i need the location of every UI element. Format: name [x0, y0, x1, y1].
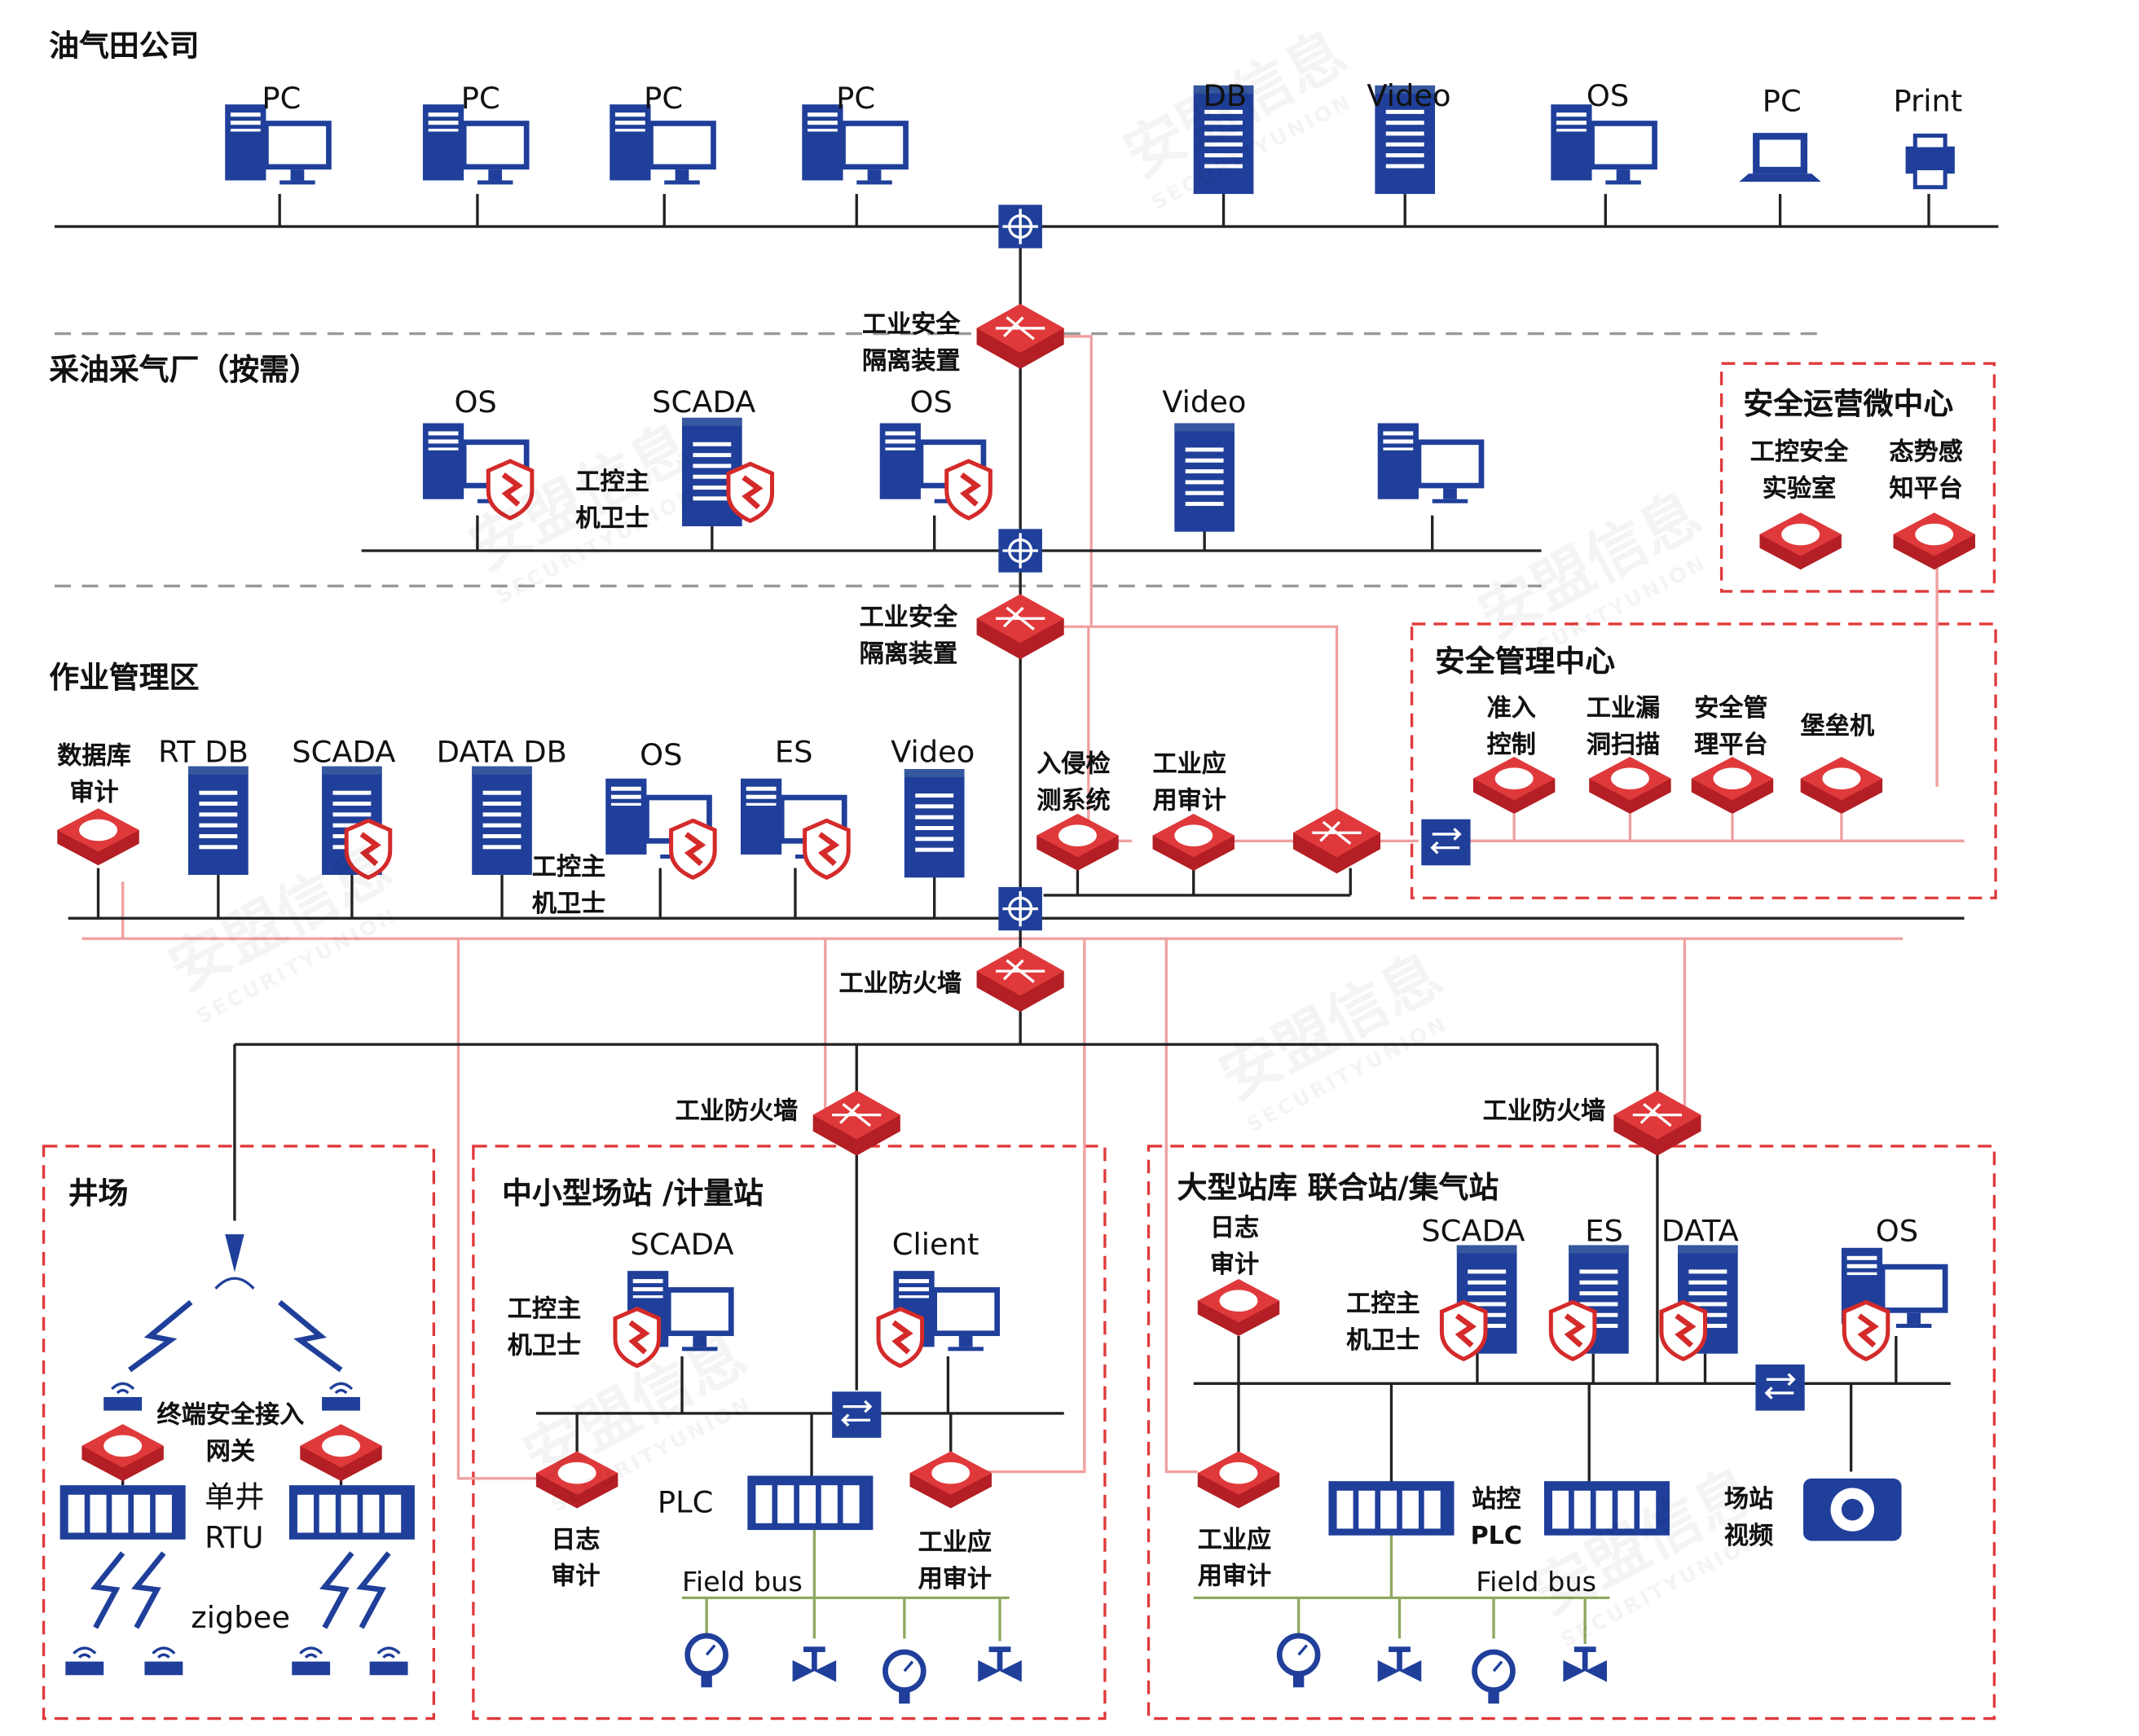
ids-label: 入侵检测系统 [1036, 749, 1111, 815]
node-label: PC [262, 82, 301, 117]
node-label: RT DB [158, 736, 249, 771]
zone-title-small-station: 中小型场站 /计量站 [502, 1177, 764, 1211]
node-label: DATA [1661, 1215, 1739, 1250]
zigbee-label: zigbee [191, 1602, 291, 1636]
vuln-scan-label: 工业漏洞扫描 [1586, 694, 1661, 760]
security-center-devices [1419, 512, 1975, 867]
large-station-devices [1197, 1088, 1948, 1704]
firewall-label: 工业防火墙 [675, 1097, 799, 1126]
zone-title-ops: 作业管理区 [49, 661, 200, 697]
situation-awareness-label: 态势感知平台 [1889, 437, 1963, 503]
gateway-label: 终端安全接入网关 [156, 1400, 305, 1466]
db-audit-label: 数据库审计 [57, 741, 131, 807]
zone-boxes [42, 362, 1997, 1721]
zone-title-company: 油气田公司 [49, 29, 200, 64]
log-audit-label: 日志审计 [1209, 1214, 1260, 1280]
node-label: PC [644, 82, 684, 117]
fieldbus-label: Field bus [682, 1565, 803, 1598]
company-devices [225, 85, 1955, 371]
rtu-label: RTU [205, 1522, 264, 1556]
well-box [42, 1145, 436, 1721]
host-guard-label: 工控主机卫士 [531, 853, 606, 919]
node-label: Video [1367, 80, 1451, 114]
app-audit-label: 工业应用审计 [1152, 749, 1226, 815]
app-audit-label: 工业应用审计 [1197, 1526, 1272, 1592]
node-label: Video [1162, 386, 1247, 421]
node-label: DATA DB [436, 736, 567, 771]
printer-icon [1905, 134, 1955, 190]
host-guard-label: 工控主机卫士 [1346, 1290, 1420, 1356]
node-label: Print [1893, 85, 1963, 120]
node-label: Client [891, 1228, 979, 1264]
well-devices [59, 1234, 415, 1677]
fieldbus-label: Field bus [1476, 1565, 1597, 1598]
mgmt-box [1410, 622, 1997, 899]
node-label: SCADA [292, 736, 396, 771]
node-label: OS [1875, 1215, 1919, 1250]
bastion-label: 堡垒机 [1800, 712, 1875, 741]
zone-title-well: 井场 [68, 1177, 129, 1211]
zone-title-large-station: 大型站库 联合站/集气站 [1177, 1171, 1499, 1206]
node-label: SCADA [630, 1228, 734, 1264]
node-label: ES [774, 736, 813, 771]
security-platform-label: 安全管理平台 [1694, 694, 1768, 760]
zone-separators [54, 332, 1829, 587]
node-label: PC [460, 82, 500, 117]
large-station-box [1147, 1145, 1996, 1721]
management-links [81, 335, 1965, 1480]
app-audit-label: 工业应用审计 [918, 1528, 992, 1594]
station-video-label: 场站视频 [1723, 1485, 1774, 1551]
host-guard-label: 工控主机卫士 [507, 1295, 582, 1360]
firewall-label: 工业防火墙 [1482, 1097, 1606, 1126]
node-label: PLC [657, 1486, 714, 1521]
isolation-device-label: 工业安全隔离装置 [859, 603, 958, 669]
node-label: SCADA [1421, 1215, 1525, 1250]
node-label: Video [891, 736, 975, 771]
zone-title-mgmt: 安全管理中心 [1435, 645, 1616, 680]
isolation-device-label: 工业安全隔离装置 [861, 310, 961, 376]
firewall-label: 工业防火墙 [838, 969, 962, 999]
node-label: ES [1585, 1215, 1623, 1250]
log-audit-label: 日志审计 [551, 1526, 601, 1592]
node-label: OS [640, 739, 683, 774]
node-label: DB [1203, 80, 1248, 114]
single-well-label: 单井 [205, 1481, 265, 1515]
zone-title-soc-micro: 安全运营微中心 [1743, 388, 1954, 422]
laptop-icon [1739, 133, 1821, 182]
zone-title-plant: 采油采气厂（按需） [49, 354, 319, 389]
ics-lab-label: 工控安全实验室 [1749, 437, 1849, 503]
node-label: OS [454, 386, 497, 421]
field-bus-lines [682, 1530, 1610, 1644]
access-control-label: 准入控制 [1486, 694, 1536, 760]
small-station-box [472, 1145, 1107, 1721]
node-label: SCADA [652, 386, 756, 421]
host-guard-label: 工控主机卫士 [575, 468, 649, 534]
node-label: OS [909, 386, 953, 421]
node-label: PC [836, 82, 876, 117]
node-label: PC [1762, 85, 1802, 120]
camera-icon [1803, 1478, 1902, 1541]
soc-micro-box [1719, 362, 1996, 593]
node-label: OS [1586, 80, 1630, 114]
